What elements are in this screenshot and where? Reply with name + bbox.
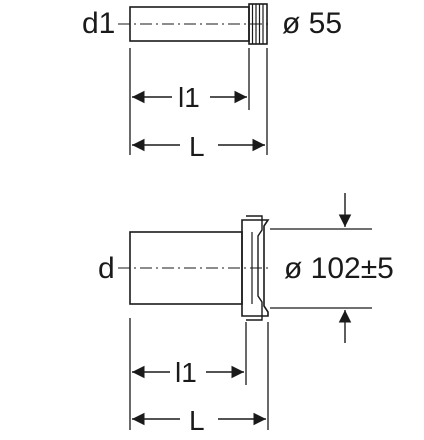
bottom-seal-inner: [246, 215, 263, 321]
bottom-pipe-drawing: d ø 102±5 l1 L: [98, 193, 394, 436]
bottom-l1-label: l1: [175, 357, 197, 388]
top-l1-label: l1: [178, 82, 200, 113]
top-L-label: L: [189, 131, 205, 162]
top-pipe-drawing: d1 ø 55 l1 L: [82, 3, 342, 162]
bottom-d-label: d: [98, 252, 115, 285]
bottom-L-label: L: [189, 405, 205, 436]
top-diameter-label: ø 55: [282, 7, 342, 40]
bottom-diameter-label: ø 102±5: [284, 252, 394, 285]
bottom-seal-outer: [241, 219, 270, 317]
top-d1-label: d1: [82, 7, 115, 40]
